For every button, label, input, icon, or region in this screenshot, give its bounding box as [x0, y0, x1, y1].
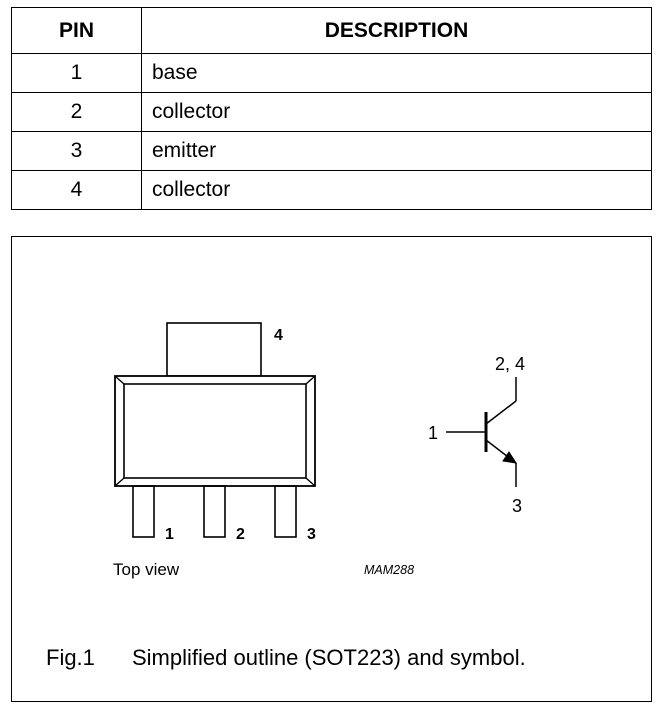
package-corner-line	[114, 477, 125, 487]
pin-description: emitter	[141, 131, 652, 171]
pin-number: 3	[11, 131, 142, 171]
sot223-outline	[114, 322, 316, 538]
pin-description: collector	[141, 170, 652, 210]
pin-column-header: PIN	[11, 7, 142, 54]
lead-1	[132, 485, 155, 538]
pin-description: collector	[141, 92, 652, 132]
package-body-outer	[114, 375, 316, 487]
lead-2	[203, 485, 226, 538]
table-row: 4 collector	[11, 170, 652, 210]
description-column-header: DESCRIPTION	[141, 7, 652, 54]
table-row: 2 collector	[11, 92, 652, 132]
pin-number: 1	[11, 53, 142, 93]
lead-label-1: 1	[165, 526, 174, 543]
collector-diagonal	[485, 400, 517, 425]
base-label: 1	[428, 423, 438, 443]
figure-caption: Fig.1 Simplified outline (SOT223) and sym…	[46, 645, 526, 671]
pin-number: 4	[11, 170, 142, 210]
lead-3	[274, 485, 297, 538]
table-row: 3 emitter	[11, 131, 652, 171]
drawing-code: MAM288	[364, 563, 414, 577]
emitter-arrow	[502, 451, 518, 464]
collector-label: 2, 4	[495, 354, 525, 374]
pin-number: 2	[11, 92, 142, 132]
figure-caption-text: Simplified outline (SOT223) and symbol.	[132, 645, 526, 670]
figure-number: Fig.1	[46, 645, 95, 670]
package-corner-line	[305, 477, 316, 487]
tab-pin-label: 4	[274, 327, 283, 344]
package-corner-line	[114, 375, 125, 385]
figure-box: 4 1 2 3 Top view 2, 4 1 3 MAM288 Fig.1 Si…	[11, 236, 652, 702]
view-label: Top view	[113, 560, 180, 579]
table-row: 1 base	[11, 53, 652, 93]
lead-label-3: 3	[307, 526, 316, 543]
transistor-symbol	[446, 377, 518, 487]
lead-label-2: 2	[236, 526, 245, 543]
package-corner-line	[305, 375, 316, 385]
package-tab	[166, 322, 262, 377]
figure-drawing: 4 1 2 3 Top view 2, 4 1 3 MAM288	[113, 322, 525, 579]
emitter-label: 3	[512, 496, 522, 516]
pin-description: base	[141, 53, 652, 93]
pin-description-table: PIN DESCRIPTION 1 base 2 collector 3 emi…	[11, 7, 652, 210]
table-header-row: PIN DESCRIPTION	[11, 7, 652, 54]
package-body-inner	[123, 383, 307, 479]
